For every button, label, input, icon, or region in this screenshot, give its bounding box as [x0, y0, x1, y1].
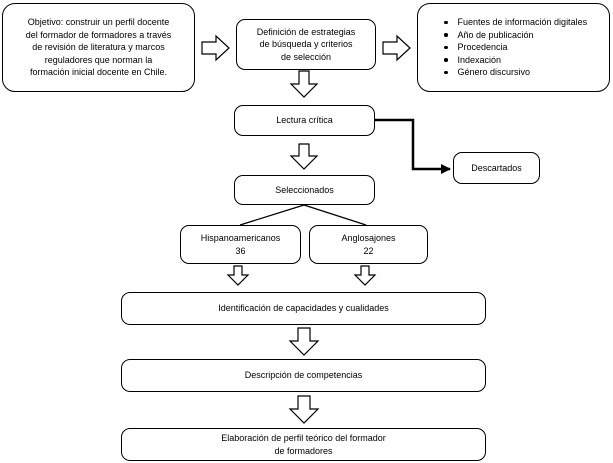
objective-line: formación inicial docente en Chile.: [29, 67, 168, 78]
criteria-item-label: Año de publicación: [457, 29, 534, 40]
criteria-item-label: Fuentes de información digitales: [457, 17, 588, 28]
identification-label: Identificación de capacidades y cualidad…: [218, 303, 389, 314]
bullet-icon: [444, 70, 448, 75]
strategies-box: Definición de estrategias de búsqueda y …: [236, 19, 376, 70]
arrow-identification-to-description: [288, 327, 320, 356]
strategies-line: de búsqueda y criterios: [259, 39, 353, 50]
elaboration-line: Elaboración de perfil teórico del formad…: [221, 433, 386, 443]
elaboration-line: de formadores: [274, 445, 333, 456]
critical-reading-label: Lectura crítica: [276, 115, 333, 126]
branch-line-anglo: [303, 204, 367, 226]
criteria-item-label: Género discursivo: [457, 67, 531, 78]
arrow-strategies-to-criteria: [382, 34, 411, 62]
criteria-item: Indexación: [444, 54, 501, 67]
description-label: Descripción de competencias: [244, 370, 363, 381]
identification-box: Identificación de capacidades y cualidad…: [121, 292, 486, 325]
strategies-line: Definición de estrategias: [256, 26, 356, 37]
anglo-label: Anglosajones: [341, 233, 396, 243]
criteria-box: Fuentes de información digitales Año de …: [417, 3, 610, 92]
criteria-item: Procedencia: [444, 41, 508, 54]
arrow-objective-to-strategies: [201, 34, 230, 62]
hispano-count: 36: [235, 245, 246, 256]
discarded-label: Descartados: [471, 162, 522, 173]
selected-label: Seleccionados: [275, 184, 334, 195]
criteria-item-label: Procedencia: [457, 42, 508, 53]
criteria-item-label: Indexación: [457, 54, 502, 65]
bullet-icon: [444, 58, 448, 62]
criteria-item: Año de publicación: [444, 29, 534, 42]
discarded-box: Descartados: [453, 152, 540, 184]
arrow-hispano-to-identification: [226, 265, 250, 286]
objective-line: de revisión de literatura y marcos: [32, 42, 165, 53]
bullet-icon: [444, 20, 448, 25]
anglo-count: 22: [363, 245, 374, 256]
hispano-label: Hispanoamericanos: [200, 233, 281, 243]
objective-line: reguladores que norman la: [44, 54, 153, 65]
arrow-description-to-elaboration: [288, 395, 320, 424]
objective-box: Objetivo: construir un perfil docente de…: [2, 3, 195, 92]
objective-line: Objetivo: construir un perfil docente: [27, 17, 170, 28]
objective-line: del formador de formadores a través: [25, 29, 172, 40]
elaboration-box: Elaboración de perfil teórico del formad…: [121, 428, 486, 461]
arrow-reading-to-discarded: [375, 118, 451, 174]
arrow-strategies-to-reading: [289, 70, 319, 98]
criteria-item: Fuentes de información digitales: [444, 16, 587, 29]
critical-reading-box: Lectura crítica: [234, 105, 375, 136]
arrow-anglo-to-identification: [353, 265, 377, 286]
hispano-box: Hispanoamericanos 36: [180, 225, 301, 264]
selected-box: Seleccionados: [234, 175, 375, 205]
bullet-icon: [444, 45, 448, 50]
criteria-item: Género discursivo: [444, 66, 530, 79]
branch-line-hispano: [239, 204, 305, 226]
bullet-icon: [444, 33, 448, 37]
description-box: Descripción de competencias: [121, 359, 486, 392]
strategies-line: de selección: [280, 51, 332, 62]
arrow-reading-to-selected: [289, 143, 319, 170]
anglo-box: Anglosajones 22: [309, 225, 428, 264]
